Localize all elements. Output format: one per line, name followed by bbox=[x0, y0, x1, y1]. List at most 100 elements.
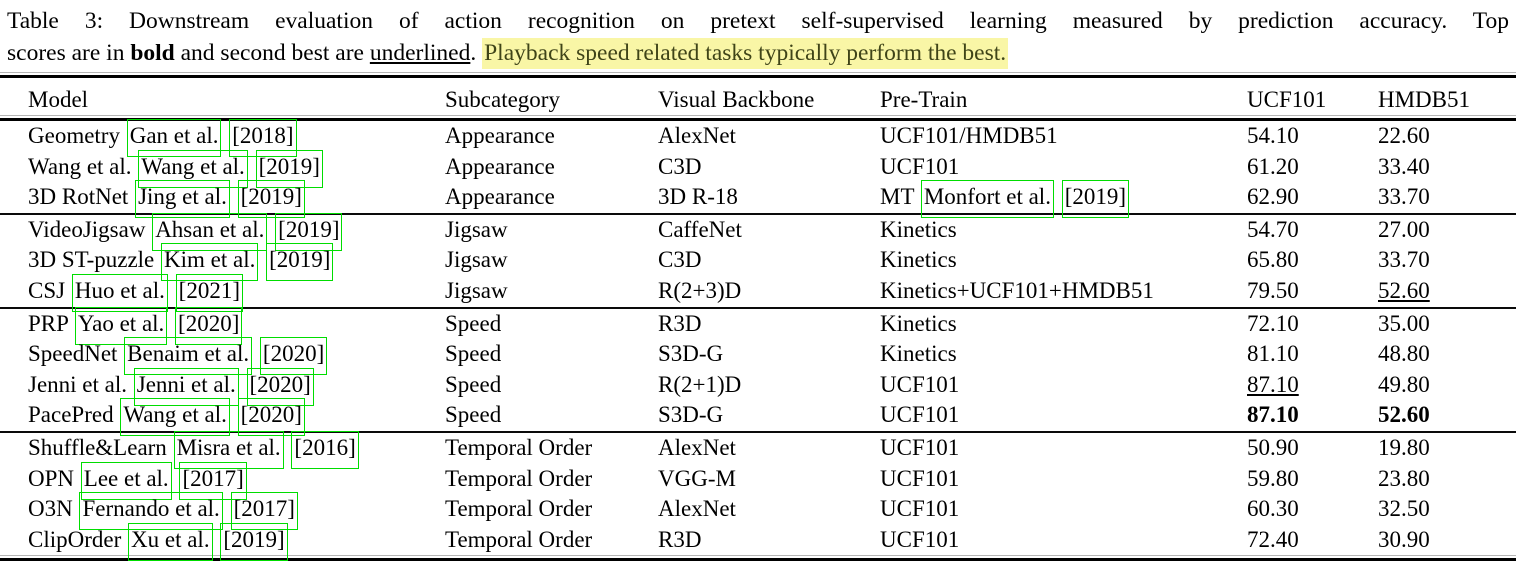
table-row: ClipOrder Xu et al. [2019] Temporal Orde… bbox=[0, 522, 1516, 561]
citation-author-link[interactable]: Jenni et al. bbox=[133, 367, 239, 406]
visual-backbone-cell: AlexNet bbox=[658, 123, 736, 148]
citation-author-link[interactable]: Lee et al. bbox=[80, 461, 172, 500]
citation-year-link[interactable]: [2019] bbox=[220, 522, 288, 561]
caption-text: scores are in bbox=[7, 40, 131, 66]
header-subcategory: Subcategory bbox=[445, 87, 560, 112]
citation-year-link[interactable]: [2021] bbox=[175, 273, 243, 312]
pretrain-citation-year-link[interactable]: [2019] bbox=[1061, 180, 1130, 219]
model-cell: CSJ Huo et al. [2021] bbox=[28, 273, 445, 312]
ucf101-score: 54.70 bbox=[1247, 216, 1299, 242]
citation-author-link[interactable]: Yao et al. bbox=[74, 306, 168, 345]
caption-bold-word: bold bbox=[130, 40, 175, 66]
subcategory-cell: Jigsaw bbox=[445, 277, 508, 303]
hmdb51-score: 33.70 bbox=[1378, 184, 1430, 210]
model-name: OPN bbox=[28, 465, 75, 491]
hmdb51-score: 33.40 bbox=[1378, 153, 1430, 179]
citation-year-link[interactable]: [2018] bbox=[229, 119, 297, 157]
citation-year-link[interactable]: [2016] bbox=[291, 430, 359, 469]
subcategory-cell: Appearance bbox=[445, 153, 555, 179]
subcategory-cell: Speed bbox=[445, 310, 502, 336]
model-cell: Shuffle&Learn Misra et al. [2016] bbox=[28, 430, 445, 469]
caption-line1: Table 3: Downstream evaluation of action… bbox=[7, 8, 1509, 34]
pretrain-name: UCF101 bbox=[880, 402, 960, 428]
pretrain-cell: UCF101 bbox=[880, 433, 1247, 464]
table-row: PacePred Wang et al. [2020] Speed S3D-G … bbox=[0, 398, 1516, 437]
citation-author-link[interactable]: Benaim et al. bbox=[124, 337, 253, 376]
citation-year-link[interactable]: [2019] bbox=[266, 243, 334, 282]
visual-backbone-cell: R(2+3)D bbox=[658, 277, 742, 303]
table-header-row: Model Subcategory Visual Backbone Pre-Tr… bbox=[0, 78, 1516, 115]
ucf101-score: 81.10 bbox=[1247, 341, 1299, 367]
model-cell: 3D ST-puzzle Kim et al. [2019] bbox=[28, 243, 445, 282]
caption-highlighted-sentence: Playback speed related tasks typically p… bbox=[482, 38, 1009, 69]
citation-year-link[interactable]: [2019] bbox=[275, 212, 343, 251]
pretrain-cell: UCF101 bbox=[880, 494, 1247, 525]
citation-year-link[interactable]: [2017] bbox=[179, 461, 247, 500]
visual-backbone-cell: VGG-M bbox=[658, 465, 736, 491]
visual-backbone-cell: AlexNet bbox=[658, 434, 736, 460]
pretrain-cell: Kinetics bbox=[880, 339, 1247, 370]
ucf101-score: 54.10 bbox=[1247, 123, 1299, 148]
citation-author-link[interactable]: Jing et al. bbox=[135, 180, 230, 219]
hmdb51-score: 49.80 bbox=[1378, 371, 1430, 397]
model-name: PRP bbox=[28, 310, 69, 336]
hmdb51-score: 23.80 bbox=[1378, 465, 1430, 491]
pretrain-cell: UCF101 bbox=[880, 400, 1247, 431]
table-caption: Table 3: Downstream evaluation of action… bbox=[0, 0, 1516, 71]
citation-author-link[interactable]: Wang et al. bbox=[138, 149, 248, 188]
table-row: CSJ Huo et al. [2021] Jigsaw R(2+3)D Kin… bbox=[0, 273, 1516, 312]
visual-backbone-cell: R3D bbox=[658, 310, 702, 336]
citation-author-link[interactable]: Fernando et al. bbox=[79, 492, 223, 531]
subcategory-cell: Appearance bbox=[445, 184, 555, 210]
table-row: Shuffle&Learn Misra et al. [2016] Tempor… bbox=[0, 430, 1516, 469]
pretrain-name: Kinetics bbox=[880, 341, 957, 367]
ucf101-score: 87.10 bbox=[1247, 371, 1299, 397]
hmdb51-score: 48.80 bbox=[1378, 341, 1430, 367]
model-name: O3N bbox=[28, 496, 73, 522]
citation-year-link[interactable]: [2019] bbox=[237, 180, 305, 219]
subcategory-cell: Temporal Order bbox=[445, 526, 593, 552]
ucf101-score: 60.30 bbox=[1247, 496, 1299, 522]
model-cell: VideoJigsaw Ahsan et al. [2019] bbox=[28, 212, 445, 251]
citation-year-link[interactable]: [2017] bbox=[230, 492, 298, 531]
citation-year-link[interactable]: [2020] bbox=[237, 398, 305, 437]
citation-author-link[interactable]: Ahsan et al. bbox=[152, 212, 268, 251]
citation-author-link[interactable]: Xu et al. bbox=[128, 522, 213, 561]
pretrain-citation-author-link[interactable]: Monfort et al. bbox=[920, 180, 1054, 219]
model-cell: PacePred Wang et al. [2020] bbox=[28, 398, 445, 437]
citation-year-link[interactable]: [2020] bbox=[175, 306, 243, 345]
subcategory-cell: Speed bbox=[445, 402, 502, 428]
hmdb51-score: 32.50 bbox=[1378, 496, 1430, 522]
model-name: ClipOrder bbox=[28, 526, 122, 552]
visual-backbone-cell: R3D bbox=[658, 526, 702, 552]
pretrain-name: MT bbox=[880, 184, 915, 210]
table-row: Geometry Gan et al. [2018] Appearance Al… bbox=[0, 119, 1516, 157]
pretrain-cell: UCF101 bbox=[880, 464, 1247, 495]
pretrain-cell: UCF101 bbox=[880, 370, 1247, 401]
table-group-jigsaw: VideoJigsaw Ahsan et al. [2019] Jigsaw C… bbox=[0, 212, 1516, 312]
citation-year-link[interactable]: [2020] bbox=[246, 367, 314, 406]
citation-author-link[interactable]: Gan et al. bbox=[126, 119, 222, 157]
citation-year-link[interactable]: [2019] bbox=[255, 149, 323, 188]
citation-author-link[interactable]: Wang et al. bbox=[120, 398, 230, 437]
pretrain-name: Kinetics+UCF101+HMDB51 bbox=[880, 277, 1154, 303]
visual-backbone-cell: 3D R-18 bbox=[658, 184, 738, 210]
model-name: Shuffle&Learn bbox=[28, 434, 167, 460]
ucf101-score: 65.80 bbox=[1247, 247, 1299, 273]
group-separator-rule bbox=[0, 212, 1516, 215]
header-pretrain: Pre-Train bbox=[880, 87, 968, 112]
model-cell: Jenni et al. Jenni et al. [2020] bbox=[28, 367, 445, 406]
subcategory-cell: Temporal Order bbox=[445, 496, 593, 522]
citation-author-link[interactable]: Huo et al. bbox=[71, 273, 168, 312]
subcategory-cell: Jigsaw bbox=[445, 247, 508, 273]
visual-backbone-cell: C3D bbox=[658, 247, 702, 273]
citation-author-link[interactable]: Misra et al. bbox=[173, 430, 284, 469]
citation-year-link[interactable]: [2020] bbox=[259, 337, 328, 376]
ucf101-score: 62.90 bbox=[1247, 184, 1299, 210]
header-ucf101: UCF101 bbox=[1247, 87, 1327, 112]
subcategory-cell: Speed bbox=[445, 341, 502, 367]
subcategory-cell: Speed bbox=[445, 371, 502, 397]
hmdb51-score: 22.60 bbox=[1378, 123, 1430, 148]
citation-author-link[interactable]: Kim et al. bbox=[161, 243, 259, 282]
